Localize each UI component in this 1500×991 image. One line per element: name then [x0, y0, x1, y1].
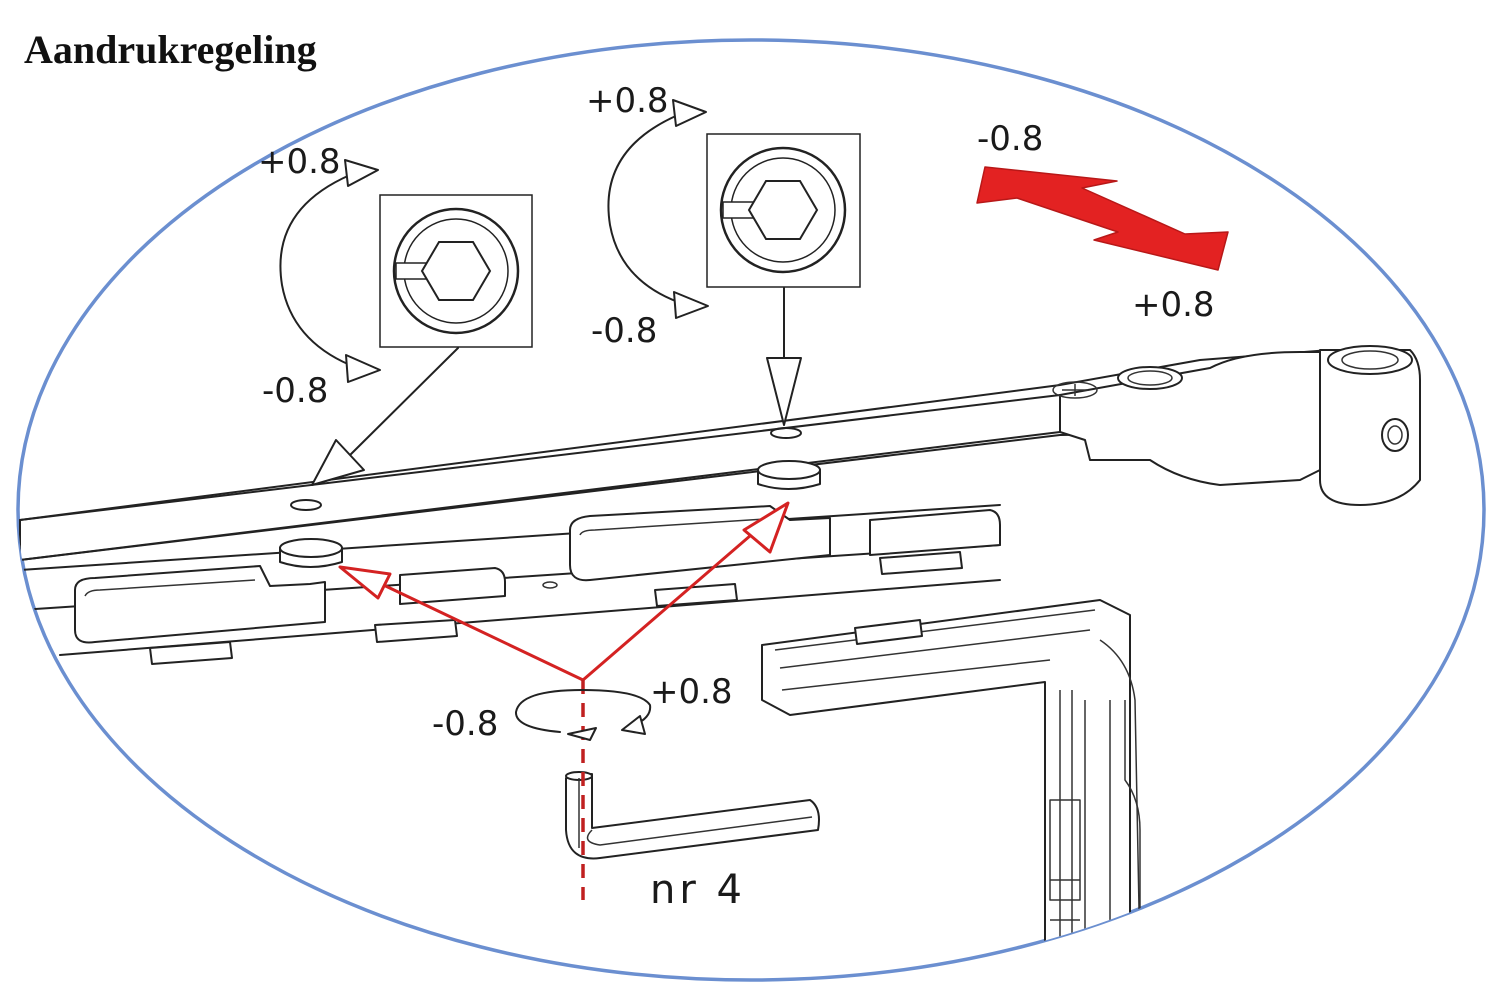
rotation-arrow-left — [279, 159, 381, 383]
page-title: Aandrukregeling — [24, 27, 317, 72]
pressure-pin-middle — [757, 427, 821, 490]
label-middle-screw-minus: -0.8 — [591, 311, 657, 351]
label-red-arrow-minus: -0.8 — [977, 119, 1043, 159]
label-middle-screw-plus: +0.8 — [586, 81, 669, 121]
red-pointer-arrows — [338, 501, 790, 900]
screw-detail-left — [379, 194, 533, 348]
ellipse-frame — [16, 38, 1486, 982]
rotation-arrow-horizontal — [514, 689, 652, 741]
hex-socket-screw-icon — [420, 241, 492, 301]
corner-bracket — [761, 599, 1141, 961]
red-double-arrow — [976, 166, 1229, 271]
rotation-arrow-middle — [607, 99, 709, 319]
red-arrowhead-left — [338, 565, 392, 600]
pressure-pin-left — [279, 499, 343, 568]
hinge-block — [1052, 345, 1421, 506]
hardware-drawing — [19, 345, 1421, 961]
screw-detail-middle — [706, 133, 861, 288]
label-left-screw-plus: +0.8 — [258, 142, 341, 182]
label-rotation-minus: -0.8 — [432, 704, 498, 744]
red-arrowhead-right — [742, 501, 790, 554]
red-pointer-line-left — [351, 568, 584, 682]
leader-arrow-left — [311, 347, 459, 486]
label-tool-size: nr 4 — [650, 867, 746, 913]
label-red-arrow-plus: +0.8 — [1132, 285, 1215, 325]
label-rotation-plus: +0.8 — [650, 672, 733, 712]
leader-arrow-middle — [766, 287, 802, 426]
allen-key-icon — [565, 771, 820, 860]
label-left-screw-minus: -0.8 — [262, 371, 328, 411]
hex-socket-screw-icon — [747, 180, 819, 240]
red-pointer-line-right — [582, 508, 781, 682]
